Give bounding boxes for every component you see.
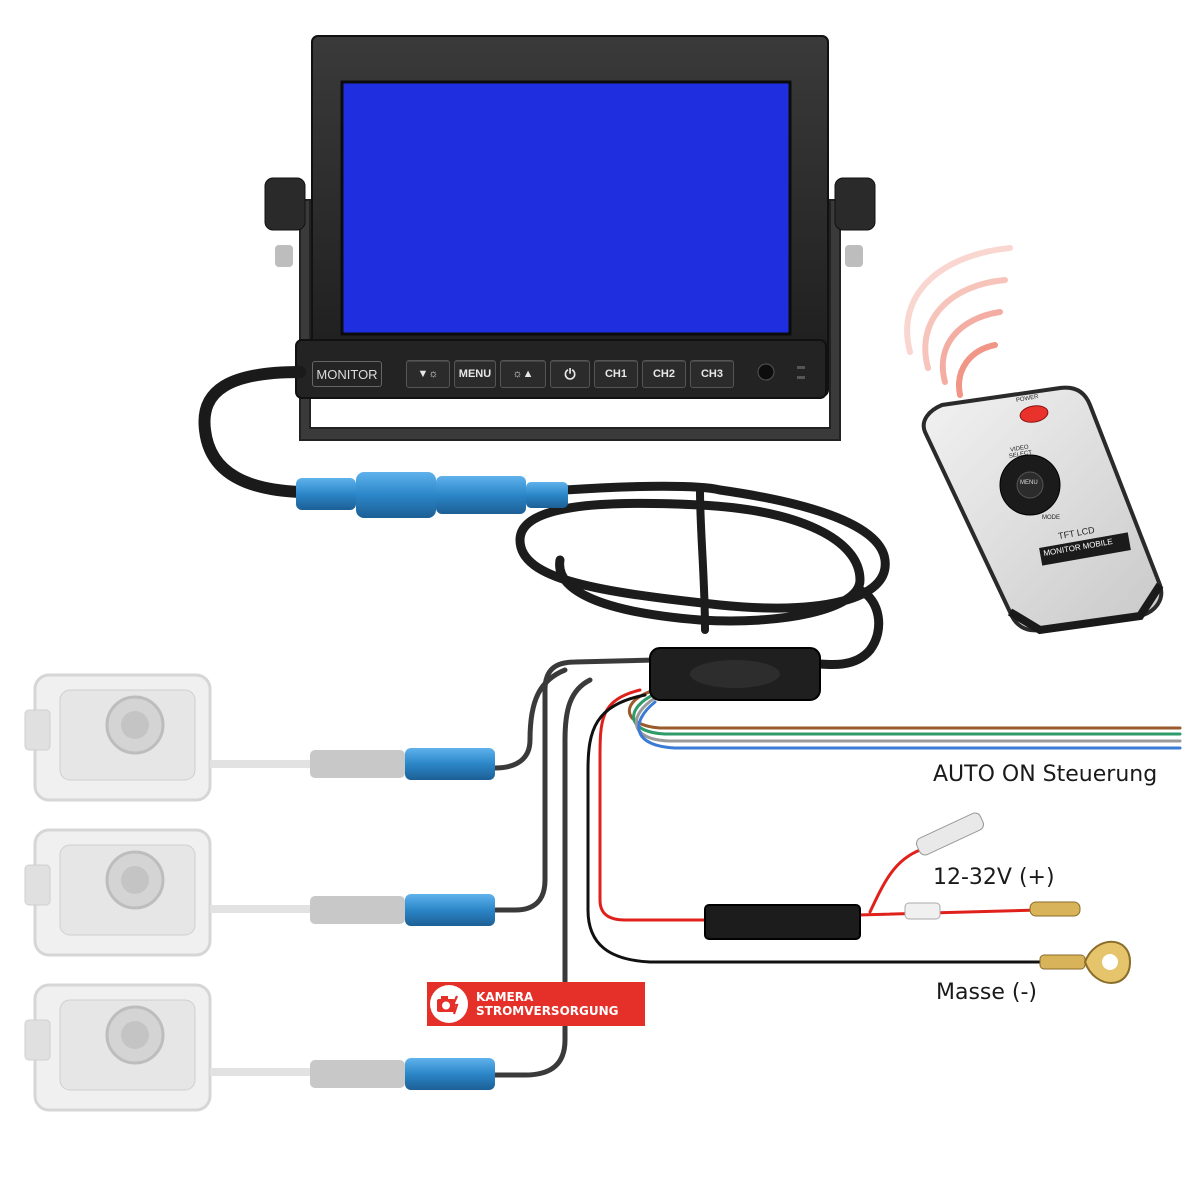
ch2-button[interactable]: CH2 (642, 360, 686, 388)
camera-1 (25, 675, 495, 800)
brightness-up-button[interactable]: ☼▲ (500, 360, 546, 388)
camera-2 (25, 830, 495, 955)
ch1-button[interactable]: CH1 (594, 360, 638, 388)
remote-control (924, 388, 1162, 631)
remote-mode-label: MODE (1042, 515, 1060, 521)
monitor-cable-connector (296, 472, 568, 518)
camera-3 (25, 985, 495, 1110)
voltage-caption: 12-32V (+) (933, 865, 1055, 890)
ir-sensor-icon (758, 364, 774, 380)
fuse-holder (705, 905, 860, 939)
auto-on-caption: AUTO ON Steuerung (933, 762, 1157, 787)
camera-power-badge: KAMERA STROMVERSORGUNG (427, 982, 645, 1026)
badge-line-2: STROMVERSORGUNG (476, 1004, 619, 1018)
bracket-knob-right[interactable] (835, 178, 875, 230)
camera-power-icon (430, 985, 468, 1023)
monitor-label: MONITOR (312, 361, 382, 387)
ground-caption: Masse (-) (936, 980, 1037, 1005)
ch3-button[interactable]: CH3 (690, 360, 734, 388)
badge-line-1: KAMERA (476, 990, 619, 1004)
bracket-knob-left[interactable] (265, 178, 305, 230)
power-button[interactable]: ⏻ (550, 360, 590, 388)
monitor-screen (342, 82, 790, 334)
menu-button[interactable]: MENU (454, 360, 496, 388)
brightness-down-button[interactable]: ▼☼ (406, 360, 450, 388)
remote-menu-label: MENU (1020, 480, 1038, 486)
ground-ring-terminal (1040, 942, 1130, 983)
signal-waves-icon (907, 248, 1010, 395)
